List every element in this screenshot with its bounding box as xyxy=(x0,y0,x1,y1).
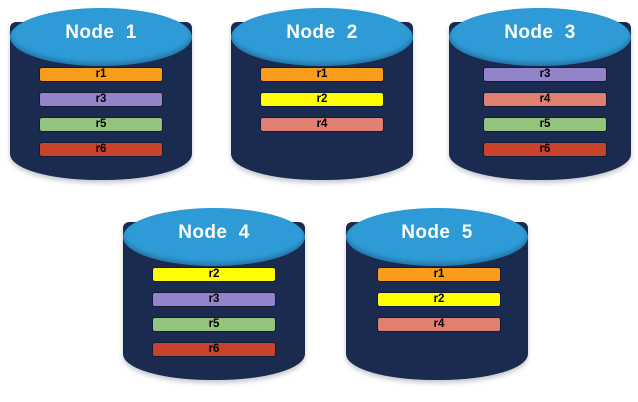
shard-bar[interactable]: r6 xyxy=(483,142,607,157)
database-node-4[interactable]: Node 4 r2 r3 r5 r6 xyxy=(123,208,305,393)
shard-bar[interactable]: r1 xyxy=(260,67,384,82)
shard-bar[interactable]: r5 xyxy=(483,117,607,132)
shard-bar[interactable]: r6 xyxy=(39,142,163,157)
cylinder-top-ellipse xyxy=(346,208,528,266)
shard-bar[interactable]: r2 xyxy=(152,267,276,282)
database-node-1[interactable]: Node 1 r1 r3 r5 r6 xyxy=(10,8,192,193)
shard-bar[interactable]: r4 xyxy=(377,317,501,332)
shard-bar[interactable]: r3 xyxy=(152,292,276,307)
node-label: Node 1 xyxy=(65,22,137,43)
shard-bar[interactable]: r1 xyxy=(39,67,163,82)
shard-bar[interactable]: r5 xyxy=(152,317,276,332)
cylinder-top-ellipse xyxy=(10,8,192,66)
shard-bar[interactable]: r1 xyxy=(377,267,501,282)
shard-list: r1 r2 r4 xyxy=(260,67,384,132)
node-label: Node 5 xyxy=(401,222,473,243)
shard-list: r2 r3 r5 r6 xyxy=(152,267,276,357)
shard-bar[interactable]: r6 xyxy=(152,342,276,357)
shard-bar[interactable]: r4 xyxy=(483,92,607,107)
shard-bar[interactable]: r2 xyxy=(260,92,384,107)
shard-bar[interactable]: r3 xyxy=(483,67,607,82)
shard-bar[interactable]: r2 xyxy=(377,292,501,307)
database-node-2[interactable]: Node 2 r1 r2 r4 xyxy=(231,8,413,193)
shard-list: r1 r2 r4 xyxy=(377,267,501,332)
cylinder-top-ellipse xyxy=(449,8,631,66)
node-label: Node 4 xyxy=(178,222,250,243)
shard-list: r3 r4 r5 r6 xyxy=(483,67,607,157)
shard-bar[interactable]: r5 xyxy=(39,117,163,132)
cylinder-top-ellipse xyxy=(123,208,305,266)
node-label: Node 3 xyxy=(504,22,576,43)
cylinder-top-ellipse xyxy=(231,8,413,66)
database-node-3[interactable]: Node 3 r3 r4 r5 r6 xyxy=(449,8,631,193)
shard-bar[interactable]: r4 xyxy=(260,117,384,132)
shard-bar[interactable]: r3 xyxy=(39,92,163,107)
shard-list: r1 r3 r5 r6 xyxy=(39,67,163,157)
node-label: Node 2 xyxy=(286,22,358,43)
database-node-5[interactable]: Node 5 r1 r2 r4 xyxy=(346,208,528,393)
